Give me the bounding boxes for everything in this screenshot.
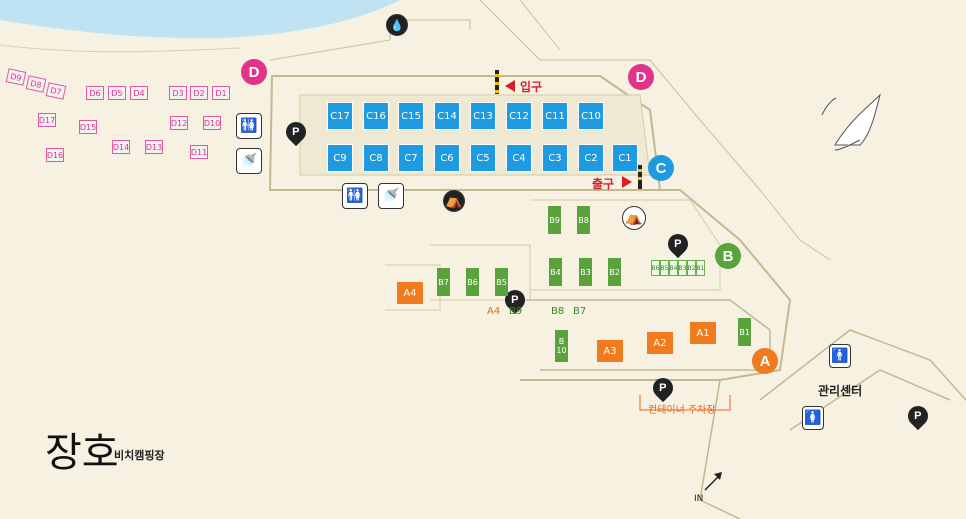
site-c7[interactable]: C7: [398, 144, 424, 172]
site-c3[interactable]: C3: [542, 144, 568, 172]
site-d1[interactable]: D1: [212, 86, 230, 100]
site-b10-line2: 10: [556, 346, 567, 355]
site-d11[interactable]: D11: [190, 145, 208, 159]
site-d12[interactable]: D12: [170, 116, 188, 130]
site-small-b6[interactable]: B6: [651, 260, 660, 276]
entrance-label: 입구: [520, 80, 543, 94]
site-a1[interactable]: A1: [690, 322, 716, 344]
site-c8[interactable]: C8: [363, 144, 389, 172]
zone-d-west: D: [241, 59, 267, 85]
site-c16[interactable]: C16: [363, 102, 389, 130]
site-c13[interactable]: C13: [470, 102, 496, 130]
site-d3[interactable]: D3: [169, 86, 187, 100]
site-b1-8[interactable]: B1: [738, 318, 751, 346]
site-d13[interactable]: D13: [145, 140, 163, 154]
site-small-b5[interactable]: B5: [660, 260, 669, 276]
row-label-a4: A4: [487, 306, 501, 317]
container-parking-label: 컨테이너 주차장: [648, 405, 716, 416]
site-d6[interactable]: D6: [86, 86, 104, 100]
site-a3[interactable]: A3: [597, 340, 623, 362]
site-b9-0[interactable]: B9: [548, 206, 561, 234]
site-d16[interactable]: D16: [46, 148, 64, 162]
toilet-icon: 🚹: [829, 344, 851, 368]
site-c2[interactable]: C2: [578, 144, 604, 172]
site-c11[interactable]: C11: [542, 102, 568, 130]
site-b10-line1: B: [558, 337, 565, 346]
site-a4[interactable]: A4: [397, 282, 423, 304]
site-small-b4[interactable]: B4: [669, 260, 678, 276]
site-c9[interactable]: C9: [327, 144, 353, 172]
site-d4[interactable]: D4: [130, 86, 148, 100]
site-b2-7[interactable]: B2: [608, 258, 621, 286]
management-center-label: 관리센터: [818, 384, 863, 398]
site-b8-1[interactable]: B8: [577, 206, 590, 234]
site-c1[interactable]: C1: [612, 144, 638, 172]
site-d2[interactable]: D2: [190, 86, 208, 100]
zone-c: C: [648, 155, 674, 181]
site-b6-3[interactable]: B6: [466, 268, 479, 296]
site-c14[interactable]: C14: [434, 102, 460, 130]
site-d17[interactable]: D17: [38, 113, 56, 127]
seagull-icon: [821, 93, 881, 151]
site-c4[interactable]: C4: [506, 144, 532, 172]
site-b4-5[interactable]: B4: [549, 258, 562, 286]
site-c12[interactable]: C12: [506, 102, 532, 130]
toilet-icon: 🚻: [236, 113, 262, 139]
site-b3-6[interactable]: B3: [579, 258, 592, 286]
site-small-b1[interactable]: B1: [696, 260, 705, 276]
site-b5-4[interactable]: B5: [495, 268, 508, 296]
site-b10[interactable]: B 10: [555, 330, 568, 362]
site-c10[interactable]: C10: [578, 102, 604, 130]
site-d14[interactable]: D14: [112, 140, 130, 154]
site-small-b3[interactable]: B3: [678, 260, 687, 276]
toilet-icon: 🚻: [342, 183, 368, 209]
tent-icon: ⛺: [443, 190, 465, 212]
tent-icon: ⛺: [622, 206, 646, 230]
site-d5[interactable]: D5: [108, 86, 126, 100]
site-c5[interactable]: C5: [470, 144, 496, 172]
row-label-b7: B7: [573, 306, 587, 317]
zone-d-east: D: [628, 64, 654, 90]
shower-icon: 🚿: [236, 148, 262, 174]
zone-b: B: [715, 243, 741, 269]
site-a2[interactable]: A2: [647, 332, 673, 354]
water-icon: 💧: [386, 14, 408, 36]
site-b7-2[interactable]: B7: [437, 268, 450, 296]
row-label-b8: B8: [551, 306, 565, 317]
shower-icon: 🚿: [378, 183, 404, 209]
toilet-icon: 🚺: [802, 406, 824, 430]
site-c15[interactable]: C15: [398, 102, 424, 130]
in-label: IN: [694, 494, 704, 504]
logo-subtitle: 비치캠핑장: [114, 449, 165, 462]
sea: [0, 0, 400, 39]
exit-label: 출구: [592, 177, 615, 191]
zone-a: A: [752, 348, 778, 374]
site-d15[interactable]: D15: [79, 120, 97, 134]
site-c6[interactable]: C6: [434, 144, 460, 172]
row-label-b9: B9: [509, 306, 523, 317]
site-d10[interactable]: D10: [203, 116, 221, 130]
site-c17[interactable]: C17: [327, 102, 353, 130]
logo-main: 장호: [45, 430, 119, 476]
site-small-b2[interactable]: B2: [687, 260, 696, 276]
